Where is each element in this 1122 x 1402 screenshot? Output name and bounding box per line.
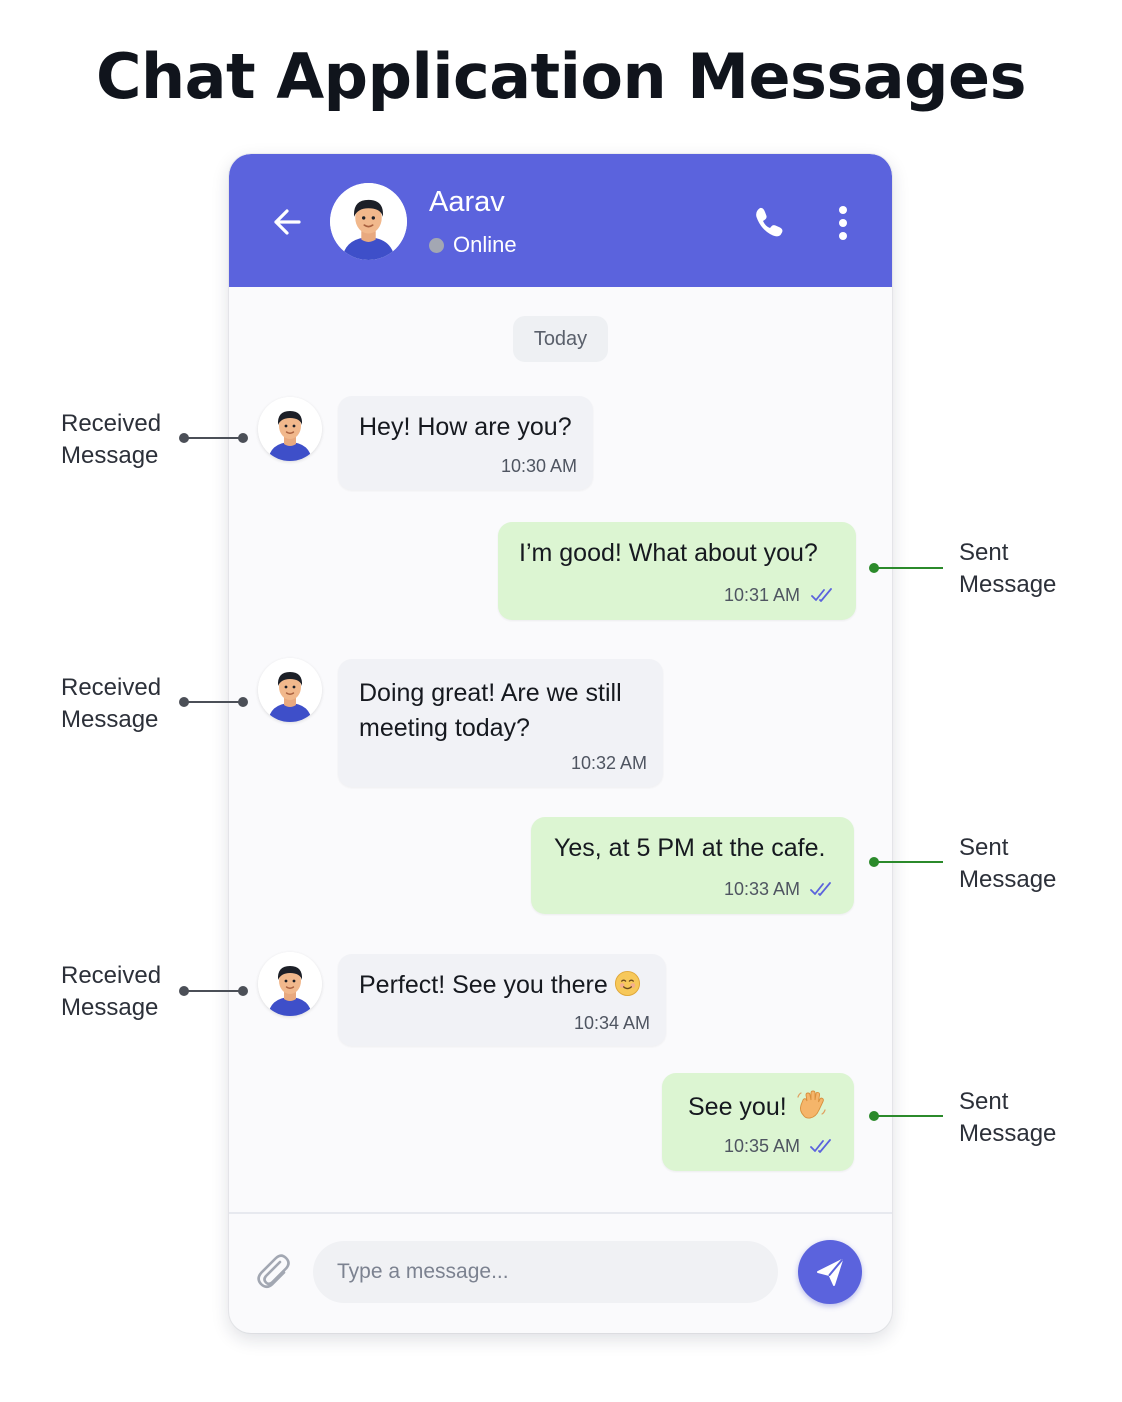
message-text-content: Perfect! See you there	[359, 971, 608, 999]
phone-icon[interactable]	[751, 204, 787, 240]
sent-connector	[869, 1110, 943, 1122]
connector-line	[874, 861, 943, 863]
date-separator: Today	[513, 316, 608, 362]
received-connector	[179, 696, 249, 708]
read-ticks-icon	[810, 882, 831, 896]
message-time: 10:32 AM	[570, 753, 647, 773]
status-text: Online	[453, 232, 517, 257]
sender-avatar	[258, 397, 322, 461]
message-text: Hey! How are you?	[359, 413, 572, 441]
message-text-line: Doing great! Are we still	[359, 679, 622, 707]
message-text-content: See you!	[688, 1093, 787, 1121]
chat-window: Aarav Online Today Hey! How are you?	[229, 154, 892, 1333]
sender-avatar	[258, 952, 322, 1016]
send-button[interactable]	[798, 1240, 862, 1304]
message-text: Doing great! Are we still meeting today?	[359, 676, 622, 746]
message-time: 10:31 AM	[723, 585, 800, 605]
back-arrow-icon[interactable]	[263, 202, 303, 242]
contact-avatar[interactable]	[330, 183, 407, 260]
sender-avatar	[258, 658, 322, 722]
annotation-line: Message	[61, 994, 159, 1021]
annotation-line: Message	[959, 571, 1057, 598]
annotation-line: Sent	[959, 539, 1009, 566]
more-vertical-icon[interactable]	[829, 204, 857, 242]
received-message-annotation: Received Message	[61, 408, 161, 472]
sent-message-annotation: Sent Message	[959, 537, 1056, 601]
message-time: 10:30 AM	[500, 456, 577, 476]
waving-hand-icon	[797, 1090, 826, 1119]
chat-header: Aarav Online	[229, 154, 892, 287]
sent-connector	[869, 856, 943, 868]
annotation-line: Received	[61, 674, 162, 701]
sent-message-bubble[interactable]: See you! 10:35 AM	[662, 1073, 854, 1171]
sent-connector	[869, 562, 943, 574]
message-text: Perfect! See you there	[359, 968, 641, 1003]
sent-message-annotation: Sent Message	[959, 832, 1056, 896]
status-dot-icon	[429, 237, 444, 253]
message-time: 10:33 AM	[723, 879, 800, 899]
annotation-line: Message	[61, 442, 159, 469]
sent-message-bubble[interactable]: I’m good! What about you? 10:31 AM	[498, 522, 856, 620]
message-time: 10:35 AM	[723, 1136, 800, 1156]
connector-line	[874, 1115, 943, 1117]
received-message-bubble[interactable]: Perfect! See you there 10:34 AM	[338, 954, 666, 1046]
avatar-illustration	[258, 952, 322, 1016]
message-text: I’m good! What about you?	[519, 539, 818, 567]
connector-line	[184, 437, 244, 439]
connector-end-dot	[238, 697, 248, 707]
sent-message-annotation: Sent Message	[959, 1086, 1056, 1150]
received-message-annotation: Received Message	[61, 960, 161, 1024]
read-ticks-icon	[811, 588, 832, 602]
annotation-line: Message	[959, 1120, 1057, 1147]
avatar-illustration	[258, 397, 322, 461]
message-text: See you!	[688, 1089, 827, 1125]
presence-status: Online	[429, 232, 517, 258]
sent-message-bubble[interactable]: Yes, at 5 PM at the cafe. 10:33 AM	[531, 817, 854, 914]
connector-end-dot	[238, 986, 248, 996]
page-title: Chat Application Messages	[96, 40, 1026, 113]
annotation-line: Sent	[959, 834, 1009, 861]
connector-line	[184, 990, 244, 992]
message-text: Yes, at 5 PM at the cafe.	[554, 834, 826, 862]
annotation-line: Sent	[959, 1088, 1009, 1115]
contact-name: Aarav	[429, 186, 505, 218]
avatar-illustration	[258, 658, 322, 722]
received-connector	[179, 985, 249, 997]
received-connector	[179, 432, 249, 444]
received-message-bubble[interactable]: Hey! How are you? 10:30 AM	[338, 396, 593, 490]
connector-end-dot	[238, 433, 248, 443]
annotation-line: Message	[959, 866, 1057, 893]
annotation-line: Received	[61, 962, 162, 989]
annotation-line: Message	[61, 706, 159, 733]
smiling-face-icon	[614, 970, 640, 997]
send-icon	[817, 1259, 843, 1286]
received-message-bubble[interactable]: Doing great! Are we still meeting today?…	[338, 659, 663, 787]
received-message-annotation: Received Message	[61, 672, 161, 736]
composer-divider	[229, 1212, 892, 1214]
avatar-illustration	[330, 183, 407, 260]
message-text-line: meeting today?	[359, 714, 530, 742]
connector-line	[874, 567, 943, 569]
paperclip-icon[interactable]	[253, 1251, 295, 1293]
message-time: 10:34 AM	[573, 1013, 650, 1033]
read-ticks-icon	[810, 1139, 831, 1153]
connector-line	[184, 701, 244, 703]
message-input[interactable]	[313, 1241, 778, 1303]
annotation-line: Received	[61, 410, 162, 437]
